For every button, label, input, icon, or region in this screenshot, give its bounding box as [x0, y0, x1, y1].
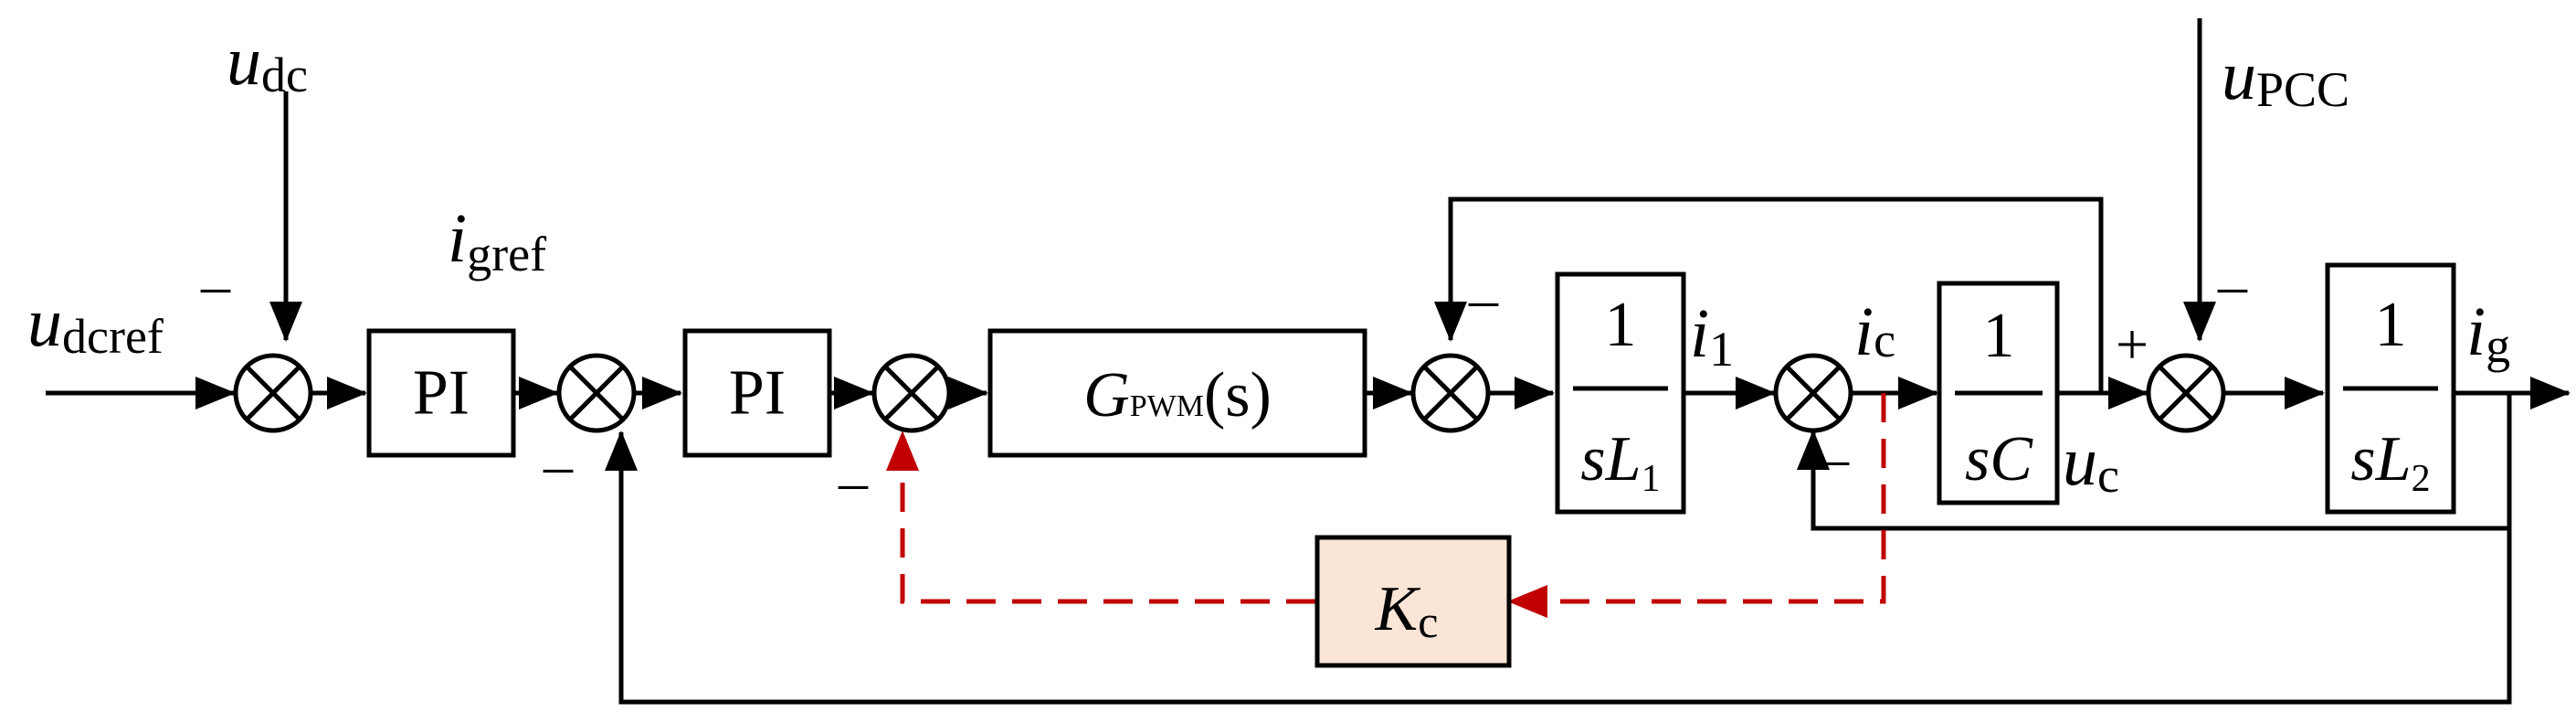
summing-junction-3: [871, 353, 952, 433]
dashed-wire-ic-to-kc: [1507, 393, 1886, 618]
l1-numerator: 1: [1605, 290, 1637, 360]
dashed-wire-kc-to-sum3: [886, 431, 1315, 604]
capacitor-current-feedback-path: [886, 393, 1886, 618]
wire-uc-feedback-to-sum4: [1434, 197, 2104, 393]
pi-block-1: PI: [366, 328, 516, 458]
label-ig: ig: [2466, 293, 2510, 373]
kc-gain-block: Kc: [1314, 535, 1512, 668]
label-uc: uc: [2063, 423, 2119, 503]
sign-minus-kc: –: [838, 449, 869, 514]
signal-labels: udc udcref igref i1 ic uc uPCC ig: [27, 23, 2510, 503]
l2-denominator: sL2: [2350, 424, 2430, 500]
l2-numerator: 1: [2375, 290, 2407, 360]
summing-junction-2: [556, 353, 637, 433]
sign-plus-uc: +: [2116, 312, 2148, 377]
inductor-l1-block: 1 sL1: [1555, 271, 1686, 515]
cap-numerator: 1: [1983, 301, 2015, 371]
summing-junctions: [233, 353, 2226, 433]
label-upcc: uPCC: [2222, 37, 2349, 117]
l1-denominator: sL1: [1580, 424, 1660, 500]
label-i1: i1: [1690, 295, 1734, 377]
pi-block-2-label: PI: [729, 358, 786, 429]
summing-junction-1: [233, 353, 313, 433]
sign-minus-ig-fb-inner: –: [1819, 425, 1850, 490]
summing-junction-4: [1410, 353, 1491, 433]
label-igref: igref: [448, 200, 546, 282]
wire-ig-feedback-to-sum2: [605, 431, 2512, 705]
capacitor-block: 1 sC: [1937, 281, 2060, 505]
summing-junction-6: [2146, 353, 2226, 433]
kc-label: Kc: [1375, 574, 1439, 648]
gpwm-block: GPWM(s): [987, 328, 1367, 458]
gpwm-label: GPWM(s): [1083, 360, 1272, 431]
sign-minus-uc-fb: –: [1468, 266, 1499, 331]
label-ic: ic: [1854, 293, 1895, 370]
summing-junction-5: [1773, 353, 1853, 433]
label-udc: udc: [227, 23, 308, 102]
pi-block-1-label: PI: [413, 358, 470, 429]
cap-denominator: sC: [1965, 424, 2033, 494]
pi-block-2: PI: [682, 328, 832, 458]
inductor-l2-block: 1 sL2: [2325, 262, 2456, 515]
sign-minus-udc: –: [200, 252, 231, 317]
sign-marks: – – – – – + –: [200, 252, 2248, 514]
wire-ig-feedback-to-sum5: [1797, 393, 2512, 531]
sign-minus-upcc: –: [2217, 252, 2248, 317]
label-udcref: udcref: [27, 284, 164, 364]
signal-wires: [46, 18, 2571, 705]
sign-minus-igfb-outer: –: [543, 432, 574, 497]
